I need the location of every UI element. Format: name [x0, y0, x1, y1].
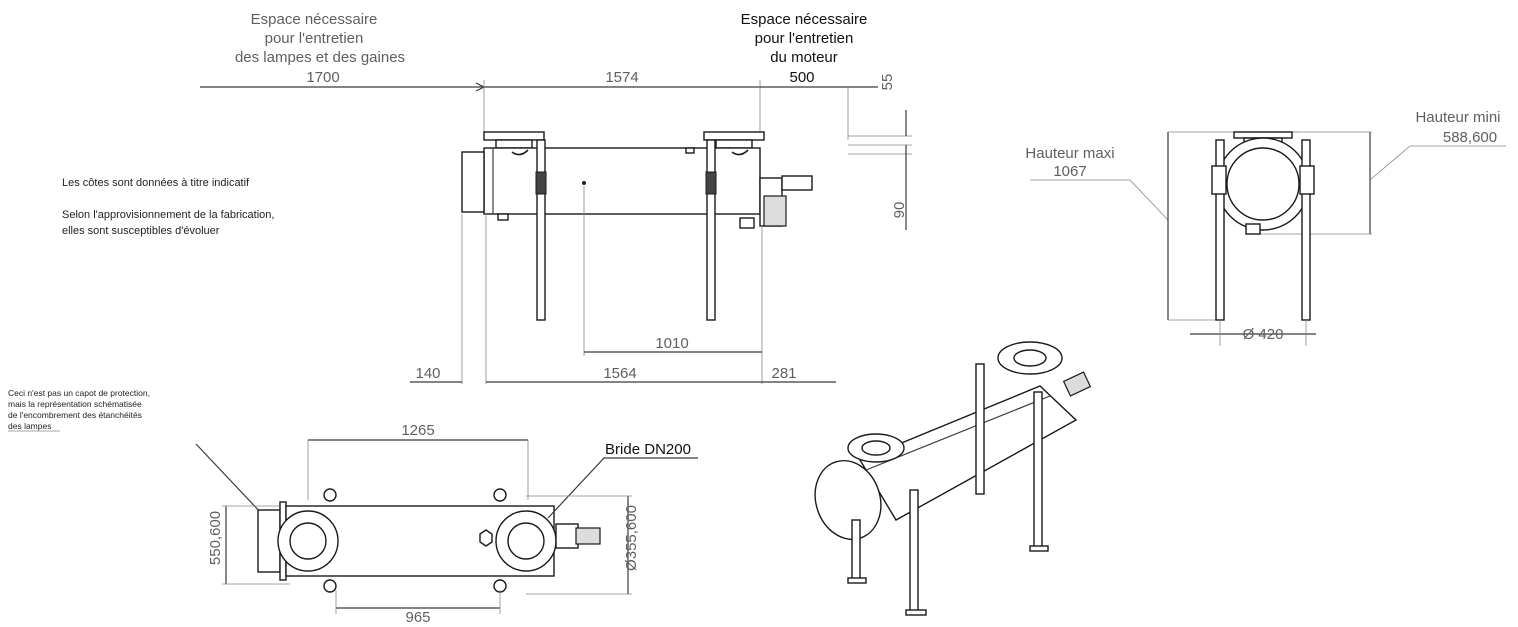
dim-55: 55 [879, 74, 896, 91]
lamp-cover-top [257, 509, 281, 573]
inlet-bore [289, 522, 327, 560]
iso-leg [1033, 391, 1043, 549]
min-height-value: 588,600 [1443, 129, 1497, 146]
end-flange [1226, 147, 1300, 221]
space-lamps-label-2: pour l'entretien [265, 30, 364, 47]
cover-note-2: mais la représentation schématisée [8, 399, 142, 409]
leg-top [493, 488, 507, 502]
leg-clamp [1211, 165, 1227, 195]
isometric-view [814, 341, 1092, 616]
foot-bolt [497, 213, 509, 221]
dim-281: 281 [771, 365, 796, 382]
motor-top [555, 523, 579, 549]
outlet-bore [507, 522, 545, 560]
sensor-port [582, 181, 586, 185]
leg-clamp [535, 171, 547, 195]
cover-note-1: Ceci n'est pas un capot de protection, [8, 388, 150, 398]
leg-clamp [705, 171, 717, 195]
iso-leg [909, 489, 919, 613]
space-lamps-label-3: des lampes et des gaines [235, 49, 405, 66]
leg-top [323, 488, 337, 502]
dim-flange-span: 1574 [605, 69, 638, 86]
space-lamps-label-1: Espace nécessaire [251, 11, 378, 28]
dim-550: 550,600 [207, 511, 224, 565]
outlet-neck [715, 139, 753, 149]
inlet-neck [495, 139, 533, 149]
motor-housing-top [575, 527, 601, 545]
space-motor-label-2: pour l'entretien [755, 30, 854, 47]
vent-port-top [479, 529, 493, 547]
note-supply-2: elles sont susceptibles d'évoluer [62, 225, 220, 237]
note-supply-1: Selon l'approvisionnement de la fabricat… [62, 209, 274, 221]
cover-note-4: des lampes [8, 421, 51, 431]
leg [706, 139, 716, 321]
drain [739, 217, 755, 229]
reactor-body [483, 147, 761, 215]
top-flange [1233, 131, 1293, 139]
iso-inlet-bore [861, 440, 891, 456]
max-height-value: 1067 [1053, 163, 1086, 180]
flange-label: Bride DN200 [605, 441, 691, 458]
dim-lamp-clearance: 1700 [306, 69, 339, 86]
arrow-mark [511, 149, 529, 156]
leg [536, 139, 546, 321]
side-view: Hauteur maxi 1067 Hauteur mini 588,600 Ø… [1025, 109, 1506, 346]
iso-foot [905, 609, 927, 616]
leader-line [1369, 145, 1506, 181]
space-motor-label-1: Espace nécessaire [741, 11, 868, 28]
dim-965: 965 [405, 609, 430, 626]
min-height-label: Hauteur mini [1415, 109, 1500, 126]
iso-leg [975, 363, 985, 495]
motor-bracket [781, 175, 813, 191]
leader-line [1030, 179, 1169, 221]
iso-motor [1062, 371, 1092, 397]
leg-top [323, 579, 337, 593]
front-view: Espace nécessaire pour l'entretien des l… [200, 11, 912, 384]
dim-diameter-top: Ø355,600 [623, 505, 640, 571]
leader-line [195, 443, 265, 517]
drain [1245, 223, 1261, 235]
leader-line [547, 457, 698, 519]
dim-motor-clearance: 500 [789, 69, 814, 86]
dim-1265: 1265 [401, 422, 434, 439]
iso-outlet-bore [1013, 349, 1047, 367]
arrow-mark [731, 149, 749, 156]
max-height-label: Hauteur maxi [1025, 145, 1114, 162]
iso-leg [851, 519, 861, 581]
dim-diameter-side: Ø 420 [1243, 326, 1284, 343]
cover-note-3: de l'encombrement des étanchéités [8, 410, 142, 420]
top-view: Ceci n'est pas un capot de protection, m… [8, 388, 698, 626]
notes: Les côtes sont données à titre indicatif… [62, 177, 274, 237]
leg-clamp [1299, 165, 1315, 195]
dim-1564: 1564 [603, 365, 636, 382]
dim-140: 140 [415, 365, 440, 382]
motor-housing [763, 195, 787, 227]
dim-1010: 1010 [655, 335, 688, 352]
outlet-flange [703, 131, 765, 141]
note-indicative: Les côtes sont données à titre indicatif [62, 177, 250, 189]
iso-foot [847, 577, 867, 584]
inlet-flange [483, 131, 545, 141]
lamp-cover [461, 151, 485, 213]
dim-90: 90 [891, 202, 908, 219]
vent-port [685, 147, 695, 154]
space-motor-label-3: du moteur [770, 49, 838, 66]
iso-foot [1029, 545, 1049, 552]
